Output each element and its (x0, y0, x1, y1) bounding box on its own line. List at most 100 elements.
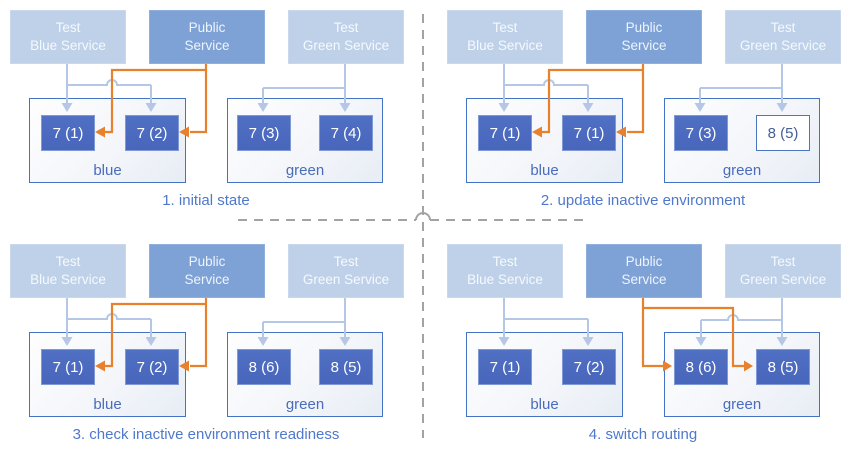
arrowhead-left-icon (616, 126, 626, 138)
panel-caption: 2. update inactive environment (540, 192, 746, 209)
blue-environment-box: 7 (1) 7 (2) blue (466, 332, 623, 417)
test-blue-service-box: Test Blue Service (10, 244, 126, 298)
arrowhead-right-icon (663, 360, 672, 372)
test-green-service-label-line1: Test (770, 20, 796, 36)
line-hop-over-orange (701, 314, 782, 321)
public-service-box: Public Service (586, 10, 702, 64)
public-service-label-line2: Service (184, 272, 230, 287)
green-env-instance-2: 7 (4) (319, 115, 373, 151)
arrowhead-down-icon (257, 337, 269, 346)
test-blue-service-box: Test Blue Service (10, 10, 126, 64)
green-environment-box: 8 (6) 8 (5) green (664, 332, 820, 417)
blue-environment-box: 7 (1) 7 (2) blue (29, 98, 186, 183)
test-green-service-label-line1: Test (770, 254, 796, 270)
test-green-service-label-line1: Test (333, 20, 359, 36)
panel-check-inactive-environment-readiness: Test Blue Service Public Service Test Gr… (0, 234, 424, 456)
blue-env-instance-1: 7 (1) (478, 115, 532, 151)
arrowhead-down-icon (694, 103, 706, 112)
arrowhead-down-icon (145, 337, 157, 346)
routing-arrows (498, 62, 788, 138)
green-environment-label: green (722, 396, 762, 413)
routing-arrows (61, 62, 351, 138)
public-service-arrows (95, 62, 208, 138)
blue-env-instance-2: 7 (2) (125, 115, 179, 151)
public-service-box: Public Service (586, 244, 702, 298)
green-env-instance-1: 7 (3) (237, 115, 291, 151)
panel-switch-routing: Test Blue Service Public Service Test Gr… (424, 234, 848, 456)
blue-environment-box: 7 (1) 7 (2) blue (29, 332, 186, 417)
arrowhead-left-icon (532, 126, 542, 138)
blue-environment-label: blue (530, 396, 559, 413)
public-service-label-line1: Public (188, 20, 226, 36)
blue-environment-box: 7 (1) 7 (1) blue (466, 98, 623, 183)
blue-environment-label: blue (93, 396, 122, 413)
public-service-box: Public Service (149, 10, 265, 64)
panel-caption: 4. switch routing (588, 426, 698, 443)
arrowhead-down-icon (61, 337, 73, 346)
green-environment-box: 8 (6) 8 (5) green (227, 332, 383, 417)
test-blue-arrows (498, 296, 594, 346)
line-hop-over-orange (67, 313, 151, 320)
blue-environment-label: blue (530, 162, 559, 179)
public-service-box: Public Service (149, 244, 265, 298)
test-green-service-label-line2: Green Service (302, 272, 390, 287)
green-env-instance-1: 8 (6) (674, 349, 728, 385)
arrowhead-right-icon (744, 360, 753, 372)
public-service-label-line1: Public (625, 254, 663, 270)
arrowhead-down-icon (776, 103, 788, 112)
arrowhead-down-icon (339, 337, 351, 346)
arrowhead-down-icon (582, 337, 594, 346)
blue-env-instance-2: 7 (2) (125, 349, 179, 385)
arrowhead-left-icon (179, 126, 189, 138)
panel-caption: 1. initial state (162, 192, 250, 209)
test-blue-service-label-line2: Blue Service (467, 38, 543, 53)
green-environment-label: green (285, 162, 325, 179)
blue-env-instance-1: 7 (1) (41, 349, 95, 385)
line-hop-over-orange (504, 79, 588, 86)
arrowhead-down-icon (582, 103, 594, 112)
arrowhead-down-icon (257, 103, 269, 112)
routing-arrows (61, 296, 351, 372)
test-green-service-label-line2: Green Service (302, 38, 390, 53)
test-green-service-box: Test Green Service (725, 10, 841, 64)
test-blue-service-label-line1: Test (55, 254, 81, 270)
test-green-service-box: Test Green Service (288, 10, 404, 64)
green-environment-label: green (285, 396, 325, 413)
arrowhead-left-icon (95, 126, 105, 138)
arrowhead-down-icon (498, 103, 510, 112)
panel-caption: 3. check inactive environment readiness (72, 426, 340, 443)
test-green-service-label-line1: Test (333, 254, 359, 270)
arrowhead-down-icon (695, 337, 707, 346)
blue-environment-label: blue (93, 162, 122, 179)
green-env-instance-1: 8 (6) (237, 349, 291, 385)
test-green-service-box: Test Green Service (288, 244, 404, 298)
arrowhead-down-icon (61, 103, 73, 112)
public-service-label-line1: Public (625, 20, 663, 36)
test-green-arrows (257, 296, 351, 346)
green-env-instance-2: 8 (5) (319, 349, 373, 385)
test-blue-service-label-line1: Test (55, 20, 81, 36)
blue-env-instance-2: 7 (2) (562, 349, 616, 385)
green-environment-box: 7 (3) 7 (4) green (227, 98, 383, 183)
public-service-arrows (641, 296, 753, 372)
green-environment-label: green (722, 162, 762, 179)
green-environment-box: 7 (3) 8 (5) green (664, 98, 820, 183)
public-service-arrows (95, 296, 208, 372)
divider-crossing-hop (415, 212, 431, 221)
arrowhead-down-icon (339, 103, 351, 112)
arrowhead-down-icon (776, 337, 788, 346)
arrowhead-down-icon (145, 103, 157, 112)
public-service-label-line1: Public (188, 254, 226, 270)
green-env-instance-1: 7 (3) (674, 115, 728, 151)
test-green-service-label-line2: Green Service (739, 272, 827, 287)
blue-env-instance-1: 7 (1) (478, 349, 532, 385)
public-service-label-line2: Service (184, 38, 230, 53)
test-green-arrows (257, 62, 351, 112)
blue-env-instance-2: 7 (1) (562, 115, 616, 151)
test-green-service-box: Test Green Service (725, 244, 841, 298)
public-service-label-line2: Service (621, 38, 667, 53)
test-blue-service-label-line1: Test (492, 254, 518, 270)
test-green-arrows (695, 296, 788, 346)
